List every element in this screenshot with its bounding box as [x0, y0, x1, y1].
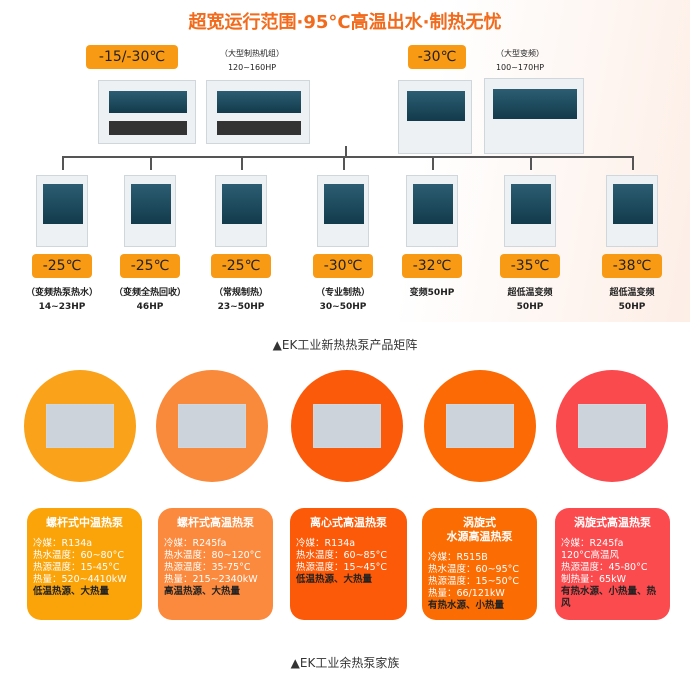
unit-hp: 30~50HP [319, 302, 367, 312]
temp-badge: -30℃ [313, 254, 373, 278]
unit-label: 变频50HP [409, 288, 455, 298]
unit-hp: 100~170HP [495, 63, 545, 72]
connector-line [343, 156, 345, 170]
heat-pump-unit-image [504, 175, 556, 247]
card-spec: 热源温度：35-75°C [164, 562, 251, 573]
heat-pump-unit-image [215, 175, 267, 247]
temp-badge: -30℃ [408, 45, 466, 69]
card-spec: 120°C高温风 [561, 550, 620, 561]
temp-badge: -25℃ [120, 254, 180, 278]
heat-pump-unit-image [206, 80, 310, 144]
unit-label: （大型制热机组） [220, 49, 284, 58]
card-title: 螺杆式中温热泵 [46, 516, 123, 529]
card-spec: 热量：66/121kW [428, 588, 505, 599]
connector-line [530, 156, 532, 170]
unit-hp: 50HP [618, 302, 646, 312]
heat-pump-unit-image [484, 78, 584, 154]
caption-heat-pump-family: ▲EK工业余热泵家族 [290, 656, 400, 670]
card-spec: 热源温度：45-80°C [561, 562, 648, 573]
product-image [313, 404, 381, 448]
card-spec: 冷媒：R134a [296, 538, 356, 549]
card-spec: 热水温度：60~95°C [428, 564, 520, 575]
card-spec: 冷媒：R245fa [164, 538, 227, 549]
card-spec: 制热量：65kW [561, 574, 626, 585]
heat-pump-unit-image [98, 80, 196, 144]
product-circle [424, 370, 536, 482]
product-image [178, 404, 246, 448]
card-spec: 热水温度：80~120°C [164, 550, 262, 561]
card-title: 涡旋式 水源高温热泵 [446, 516, 513, 543]
card-spec: 热源温度：15~50°C [428, 576, 520, 587]
temp-badge: -38℃ [602, 254, 662, 278]
card-note: 高温热源、大热量 [164, 586, 241, 597]
card-spec: 热源温度：15-45°C [33, 562, 120, 573]
unit-hp: 120~160HP [227, 63, 277, 72]
heat-pump-unit-image [317, 175, 369, 247]
unit-label: （变频全热回收） [113, 288, 186, 298]
temp-badge: -25℃ [211, 254, 271, 278]
unit-label: （变频热泵热水） [25, 288, 98, 298]
product-circle [156, 370, 268, 482]
card-spec: 冷媒：R134a [33, 538, 93, 549]
product-image [46, 404, 114, 448]
product-circle [24, 370, 136, 482]
product-image [446, 404, 514, 448]
temp-badge: -32℃ [402, 254, 462, 278]
page-title: 超宽运行范围·95°C高温出水·制热无忧 [188, 12, 502, 33]
product-circle [556, 370, 668, 482]
unit-label: （专业制热） [315, 288, 370, 298]
unit-hp: 46HP [136, 302, 164, 312]
card-spec: 热源温度：15~45°C [296, 562, 388, 573]
card-note: 有热水源、小热量、热风 [561, 586, 657, 609]
card-note: 低温热源、大热量 [296, 574, 373, 585]
unit-hp: 14~23HP [38, 302, 86, 312]
unit-hp: 50HP [516, 302, 544, 312]
card-note: 有热水源、小热量 [428, 600, 505, 611]
connector-line [150, 156, 152, 170]
product-circle [291, 370, 403, 482]
connector-line [241, 156, 243, 170]
card-spec: 热水温度：60~85°C [296, 550, 388, 561]
heat-pump-unit-image [124, 175, 176, 247]
connector-line [62, 156, 634, 158]
connector-line [62, 156, 64, 170]
card-spec: 热水温度：60~80°C [33, 550, 125, 561]
connector-line [345, 146, 347, 156]
card-title: 离心式高温热泵 [310, 516, 387, 529]
card-spec: 热量：215~2340kW [164, 574, 258, 585]
card-title: 涡旋式高温热泵 [574, 516, 651, 529]
unit-label: 超低温变频 [507, 288, 553, 298]
heat-pump-unit-image [406, 175, 458, 247]
connector-line [432, 156, 434, 170]
caption-product-matrix: ▲EK工业新热热泵产品矩阵 [272, 338, 418, 352]
card-spec: 冷媒：R245fa [561, 538, 624, 549]
temp-badge: -25℃ [32, 254, 92, 278]
unit-label: 超低温变频 [609, 288, 655, 298]
temp-badge: -35℃ [500, 254, 560, 278]
unit-label: （常规制热） [213, 288, 268, 298]
card-title: 螺杆式高温热泵 [177, 516, 254, 529]
heat-pump-unit-image [398, 80, 472, 154]
card-spec: 冷媒：R515B [428, 552, 488, 563]
unit-hp: 23~50HP [217, 302, 265, 312]
unit-label: （大型变频） [496, 49, 544, 58]
connector-line [632, 156, 634, 170]
card-note: 低温热源、大热量 [33, 586, 110, 597]
product-image [578, 404, 646, 448]
heat-pump-unit-image [606, 175, 658, 247]
heat-pump-unit-image [36, 175, 88, 247]
card-spec: 热量：520~4410kW [33, 574, 127, 585]
temp-badge: -15/-30℃ [86, 45, 178, 69]
